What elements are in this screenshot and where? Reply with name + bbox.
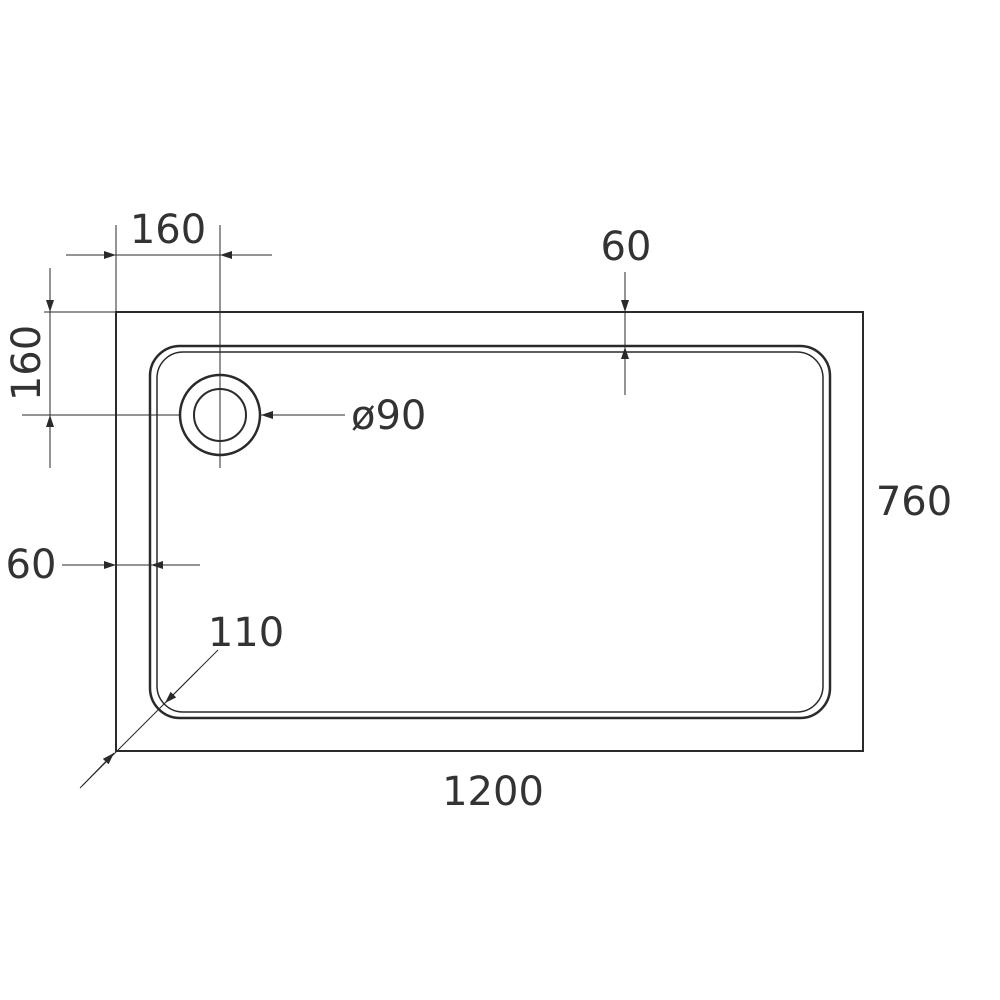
dim-top-rim: 60 (601, 224, 652, 395)
dim-waste-offset-x-label: 160 (130, 207, 206, 253)
dim-top-rim-label: 60 (601, 224, 652, 270)
tray-inner-basin-outer (148, 344, 832, 720)
dim-waste-offset-y: 160 (4, 268, 180, 468)
dim-waste-diameter-label: ø90 (351, 393, 426, 439)
dim-corner-radius-label: 110 (208, 610, 284, 656)
dim-side-rim: 60 (6, 542, 200, 588)
tray-outer-outline (115, 311, 864, 752)
dim-depth-label: 760 (876, 479, 952, 525)
dim-length-label: 1200 (442, 769, 544, 815)
dim-side-rim-label: 60 (6, 542, 57, 588)
dim-waste-offset-y-label: 160 (4, 325, 50, 401)
dim-waste-diameter: ø90 (261, 393, 426, 439)
dim-waste-offset-x: 160 (66, 207, 272, 468)
dim-corner-radius: 110 (79, 610, 284, 789)
tray-inner-basin-inner (156, 351, 824, 713)
